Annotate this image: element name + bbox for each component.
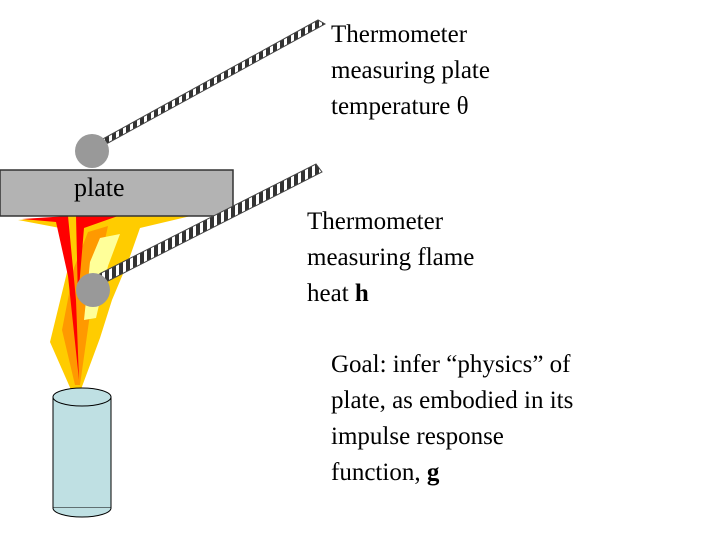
g-symbol: g bbox=[426, 459, 440, 486]
goal-line4: function, g bbox=[331, 455, 573, 491]
goal-line4-text: function, bbox=[331, 459, 427, 486]
thermometer-plate-stem bbox=[91, 19, 327, 149]
thermometer-flame-line3: heat h bbox=[307, 276, 474, 312]
candle-bottom bbox=[52, 507, 112, 518]
h-symbol: h bbox=[354, 280, 369, 307]
flame-red-right bbox=[76, 216, 118, 300]
flame-red-center bbox=[22, 216, 79, 380]
thermometer-plate-line2: measuring plate bbox=[331, 57, 490, 84]
thermometer-flame-bulb bbox=[76, 273, 110, 307]
thermometer-flame-line1: Thermometer bbox=[307, 208, 444, 235]
theta-symbol: θ bbox=[456, 93, 469, 120]
thermometer-flame-line2: measuring flame bbox=[307, 244, 475, 271]
thermometer-flame-label: Thermometer measuring flame heat h bbox=[307, 204, 474, 312]
goal-line3: impulse response bbox=[331, 423, 504, 450]
thermometer-plate-line3-text: temperature bbox=[331, 93, 457, 120]
goal-line2: plate, as embodied in its bbox=[331, 387, 574, 414]
thermometer-plate bbox=[75, 19, 327, 168]
thermometer-flame bbox=[76, 163, 323, 307]
thermometer-plate-line1: Thermometer bbox=[331, 21, 468, 48]
goal-line1: Goal: infer “physics” of bbox=[331, 351, 571, 378]
candle bbox=[52, 387, 112, 518]
candle-body bbox=[52, 396, 112, 509]
thermometer-plate-label: Thermometer measuring plate temperature … bbox=[331, 17, 490, 125]
thermometer-plate-bulb bbox=[75, 134, 109, 168]
candle-top bbox=[52, 387, 112, 407]
flame-outer-yellow bbox=[18, 214, 195, 392]
thermometer-flame-line3-text: heat bbox=[307, 280, 355, 307]
plate-label: plate bbox=[74, 173, 125, 202]
goal-text: Goal: infer “physics” of plate, as embod… bbox=[331, 347, 573, 491]
plate bbox=[0, 169, 234, 217]
thermometer-plate-line3: temperature θ bbox=[331, 89, 490, 125]
